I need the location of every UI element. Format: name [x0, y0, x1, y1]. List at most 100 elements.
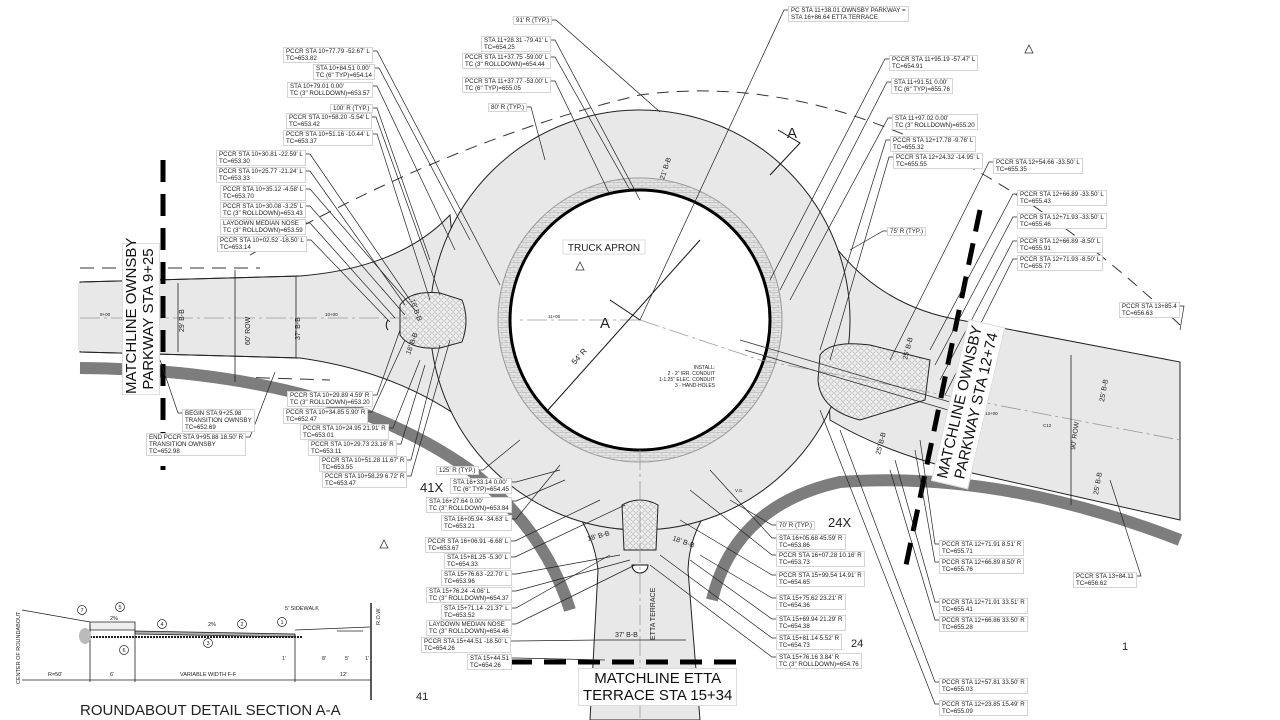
callout-line: PCCR STA 16+07.28 10.16' R: [779, 552, 862, 559]
callout-line: PCCR STA 16+06.91 -6.68' L: [428, 538, 509, 545]
callout-line: TC=653.96: [444, 578, 475, 585]
dim-25-bb-e1: 25' B-B: [1099, 378, 1110, 402]
leader-line: [849, 230, 887, 251]
callout-line: TC=653.33: [219, 175, 250, 182]
callout-line: END PCCR STA 9+95.88 18.50' R: [149, 434, 244, 441]
leader-line: [407, 339, 451, 477]
elevation-callout: STA 10+79.01 0.00'TC (3" ROLLDOWN)=653.5…: [287, 82, 373, 98]
callout-line: TC (3" ROLLDOWN)=655.20: [895, 122, 975, 129]
callout-line: PCCR STA 13+84.11: [1076, 573, 1134, 580]
leader-line: [699, 554, 776, 599]
callout-line: TC=655.35: [996, 166, 1027, 173]
callout-line: STA 15+69.94 21.29' R: [779, 616, 843, 623]
leader-line: [914, 449, 939, 563]
callout-line: TRANSITION OWNSBY: [149, 441, 216, 448]
callout-line: STA 15+75.62 23.21' R: [779, 595, 843, 602]
leader-line: [649, 564, 776, 658]
leader-line: [511, 499, 601, 542]
section-w6: 6': [110, 672, 114, 678]
section-sidewalk-label: 5' SIDEWALK: [285, 606, 319, 612]
callout-line: PCCR STA 10+30.08 -3.25' L: [223, 203, 304, 210]
callout-line: PCCR STA 11+37.75 -59.00' L: [465, 54, 549, 61]
section-w1b: 1': [365, 656, 369, 662]
callout-bubble: [119, 645, 129, 655]
sheet-ref-24: 24: [851, 638, 863, 650]
callout-line: STA 15+76.16 3.84' R: [779, 654, 840, 661]
leader-line: [551, 80, 611, 196]
callout-line: TC=655.76: [942, 566, 973, 573]
leader-line: [306, 205, 406, 316]
callout-line: TC=654.91: [892, 63, 923, 70]
callout-line: PCCR STA 10+02.52 -18.50' L: [220, 237, 304, 244]
callout-line: STA 16+33.14 0.00': [453, 479, 507, 486]
leader-line: [306, 188, 416, 311]
leader-line: [679, 519, 776, 576]
callout-line: PCCR STA 11+95.19 -57.47' L: [892, 56, 976, 63]
leader-line: [512, 479, 566, 502]
callout-line: TC=654.33: [447, 561, 478, 568]
sheet-ref-41x: 41X: [420, 480, 443, 495]
callout-line: TC=655.46: [1020, 221, 1051, 228]
leader-line: [307, 239, 391, 323]
elevation-callout: 125' R (TYP.): [436, 466, 479, 475]
callout-line: TC=654.38: [779, 623, 810, 630]
callout-line: TC=654.25: [484, 44, 515, 51]
callout-number: 3: [206, 641, 209, 647]
sheet-ref-41: 41: [416, 691, 428, 703]
callout-line: TC=654.36: [779, 602, 810, 609]
callout-line: PCCR STA 12+66.89 -33.50' L: [1020, 191, 1104, 198]
callout-line: 91' R (TYP.): [516, 17, 550, 24]
callout-bubble: [77, 605, 87, 615]
callout-line: TC=653.42: [289, 121, 320, 128]
callout-line: TRANSITION OWNSBY: [185, 417, 252, 424]
leader-line: [306, 170, 406, 306]
elevation-callout: PC STA 11+38.01 OWNSBY PARKWAY =STA 16+8…: [788, 6, 909, 22]
leader-line: [512, 559, 631, 592]
callout-line: TC=654.73: [779, 642, 810, 649]
callout-line: TC (6" TYP)=654.14: [316, 72, 372, 79]
callout-line: STA 15+76.63 -22.70' L: [444, 571, 509, 578]
callout-line: STA 15+71.14 -21.37' L: [444, 605, 509, 612]
callout-line: PCCR STA 12+66.86 33.50' R: [942, 617, 1025, 624]
callout-line: PCCR STA 12+71.91 33.51' R: [942, 599, 1025, 606]
section-w8: 8': [322, 656, 326, 662]
callout-line: PCCR STA 10+77.79 -52.67' L: [286, 48, 370, 55]
callout-line: PCCR STA 12+71.93 -33.50' L: [1020, 214, 1104, 221]
leader-line: [407, 344, 441, 461]
section-mark-a: A: [600, 315, 610, 332]
leader-line: [789, 117, 892, 301]
leader-line: [512, 554, 621, 575]
callout-number: 5: [118, 605, 121, 611]
section-slope-1: 2%: [110, 616, 118, 622]
elevation-callout: 75' R (TYP.): [887, 227, 927, 236]
callout-line: STA 16+05.68 45.59' R: [779, 535, 843, 542]
leader-line: [551, 56, 631, 191]
leader-line: [512, 554, 611, 609]
callout-line: PCCR STA 12+54.66 -33.50' L: [996, 159, 1080, 166]
callout-line: TC=655.41: [942, 606, 973, 613]
callout-line: TC=655.77: [1020, 263, 1051, 270]
dim-25-bb-e2: 25' B-B: [1093, 471, 1104, 495]
section-w12: 12': [340, 672, 347, 678]
svg-text:INSTALL:: INSTALL:: [694, 365, 715, 371]
